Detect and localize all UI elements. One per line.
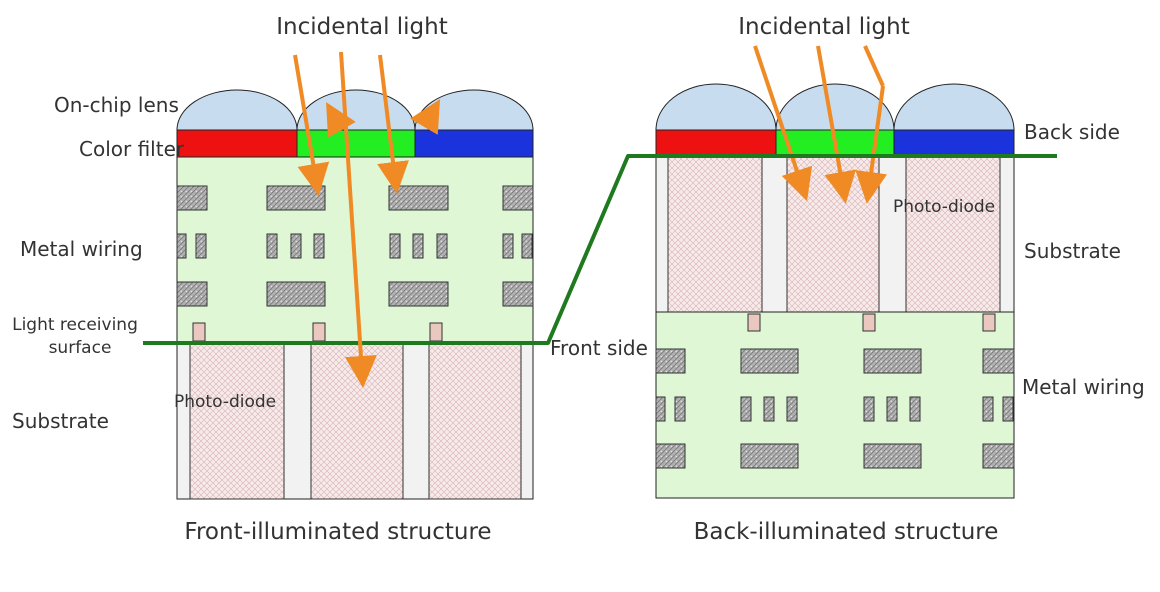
right-caption: Back-illuminated structure (694, 519, 999, 545)
front-illuminated-diagram: Incidental light On-chip lens Color filt… (12, 14, 548, 545)
right-metal-wiring-label: Metal wiring (1022, 375, 1145, 399)
left-color-filters (176, 129, 534, 158)
back-illuminated-diagram: Incidental light Back side Photo-diode S… (550, 14, 1145, 545)
right-substrate-label: Substrate (1024, 239, 1121, 263)
left-on-chip-lens-label: On-chip lens (54, 93, 179, 117)
right-incident-light-label: Incidental light (738, 14, 910, 40)
left-caption: Front-illuminated structure (184, 519, 491, 545)
left-photodiodes (189, 342, 522, 500)
left-incident-light-arrows (293, 51, 441, 388)
left-photodiode-label: Photo-diode (174, 392, 276, 412)
left-on-chip-lenses (176, 89, 534, 131)
right-front-side-label: Front side (550, 336, 648, 360)
right-incident-light-arrows (753, 45, 888, 204)
right-photodiodes (667, 155, 1001, 313)
left-light-receiving-label-1: Light receiving (12, 315, 138, 335)
left-light-receiving-label-2: surface (49, 338, 112, 358)
right-metal-wiring (655, 313, 1015, 469)
right-wiring-layer (655, 311, 1015, 499)
left-substrate-label: Substrate (12, 409, 109, 433)
left-metal-wiring-label: Metal wiring (20, 237, 143, 261)
right-photodiode-label: Photo-diode (893, 197, 995, 217)
left-metal-wiring (176, 185, 534, 342)
surface-connector-line (540, 154, 1057, 345)
right-back-side-label: Back side (1024, 120, 1120, 144)
left-color-filter-label: Color filter (79, 137, 185, 161)
left-incident-light-label: Incidental light (276, 14, 448, 40)
right-on-chip-lenses (655, 83, 1015, 131)
